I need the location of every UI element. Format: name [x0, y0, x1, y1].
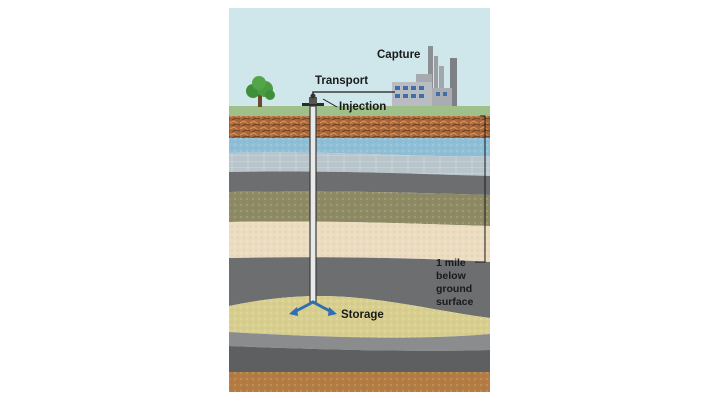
depth-label-line-4: surface: [436, 296, 474, 308]
caprock-layer-lower: [229, 257, 490, 318]
ground-surface: [229, 106, 490, 116]
cross-section-panel: [229, 8, 490, 392]
injection-label: Injection: [339, 101, 386, 113]
depth-label-line-1: 1 mile: [436, 257, 466, 269]
capture-label: Capture: [377, 49, 420, 61]
wellhead-icon: [302, 93, 324, 106]
tree-icon: [246, 76, 275, 107]
deep-rock-layer: [229, 346, 490, 372]
depth-bracket: [475, 115, 486, 263]
depth-label-line-3: ground: [436, 283, 472, 295]
transport-label: Transport: [315, 75, 368, 87]
caprock-layer-upper: [229, 171, 490, 195]
topsoil-layer: [229, 116, 490, 138]
power-plant-icon: [392, 46, 457, 106]
depth-label-line-2: below: [436, 270, 467, 282]
injection-leader-line: [322, 98, 338, 108]
storage-label: Storage: [341, 309, 384, 321]
grey-rock-layer: [229, 332, 490, 351]
injection-well: [309, 105, 317, 303]
